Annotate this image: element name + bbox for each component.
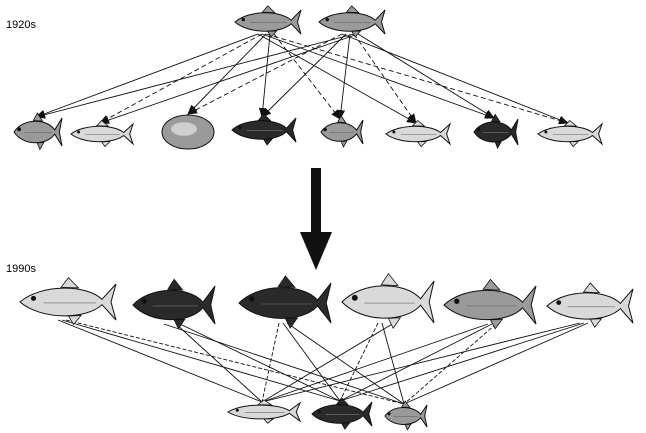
feeding-link <box>99 33 359 124</box>
feeding-link <box>261 33 347 118</box>
bass-fish-icon <box>384 400 428 431</box>
feeding-link <box>175 323 263 403</box>
feeding-link <box>261 322 581 403</box>
feeding-link <box>179 323 341 402</box>
feeding-link <box>337 33 351 120</box>
sculpin-fish-icon <box>13 112 63 151</box>
feeding-link <box>282 322 341 402</box>
bass-fish-icon <box>473 113 519 150</box>
feeding-link <box>61 319 341 402</box>
burbot-fish-icon <box>231 113 297 146</box>
feeding-link <box>265 33 569 125</box>
herring-fish-icon <box>537 119 604 148</box>
round-invertebrate-icon <box>161 114 215 150</box>
feeding-link <box>381 322 405 405</box>
feeding-link <box>341 33 569 124</box>
feeding-link <box>187 33 343 115</box>
feeding-link <box>57 319 263 403</box>
feeding-link <box>339 322 379 402</box>
feeding-link <box>65 319 405 405</box>
feeding-link <box>403 322 589 405</box>
trout-fish-icon <box>19 277 117 326</box>
salmon-fish-icon <box>238 275 332 329</box>
feeding-link <box>403 323 497 405</box>
burbot-fish-icon <box>311 397 373 430</box>
top-food-web-links <box>35 33 569 125</box>
feeding-link <box>163 323 405 405</box>
feeding-link <box>258 33 271 118</box>
trout-fish-icon <box>443 278 537 330</box>
salmonid-fish-icon <box>234 5 302 38</box>
feeding-link <box>339 323 493 402</box>
feeding-link <box>261 323 489 403</box>
feeding-link <box>99 33 263 124</box>
perch-fish-icon <box>320 115 364 148</box>
feeding-link <box>339 322 585 402</box>
herring-fish-icon <box>70 119 135 148</box>
salmon-fish-icon <box>341 272 435 330</box>
bottom-food-web-links <box>57 319 589 405</box>
salmon-fish-icon <box>132 278 216 330</box>
feeding-link <box>261 322 280 403</box>
herring-fish-icon <box>227 399 302 424</box>
trout-fish-icon <box>546 282 634 328</box>
feeding-link <box>35 33 259 118</box>
feeding-link <box>273 33 341 120</box>
feeding-link <box>353 33 417 124</box>
transition-arrow <box>300 168 332 270</box>
fish-icons <box>13 5 634 431</box>
feeding-link <box>187 33 267 115</box>
feeding-link <box>357 33 495 119</box>
era-label-1920s: 1920s <box>6 19 36 31</box>
salmonid-fish-icon <box>318 5 386 38</box>
feeding-link <box>257 33 417 124</box>
feeding-link <box>35 33 355 119</box>
era-label-1990s: 1990s <box>6 263 36 275</box>
herring-fish-icon <box>385 119 452 148</box>
feeding-link <box>286 322 405 405</box>
